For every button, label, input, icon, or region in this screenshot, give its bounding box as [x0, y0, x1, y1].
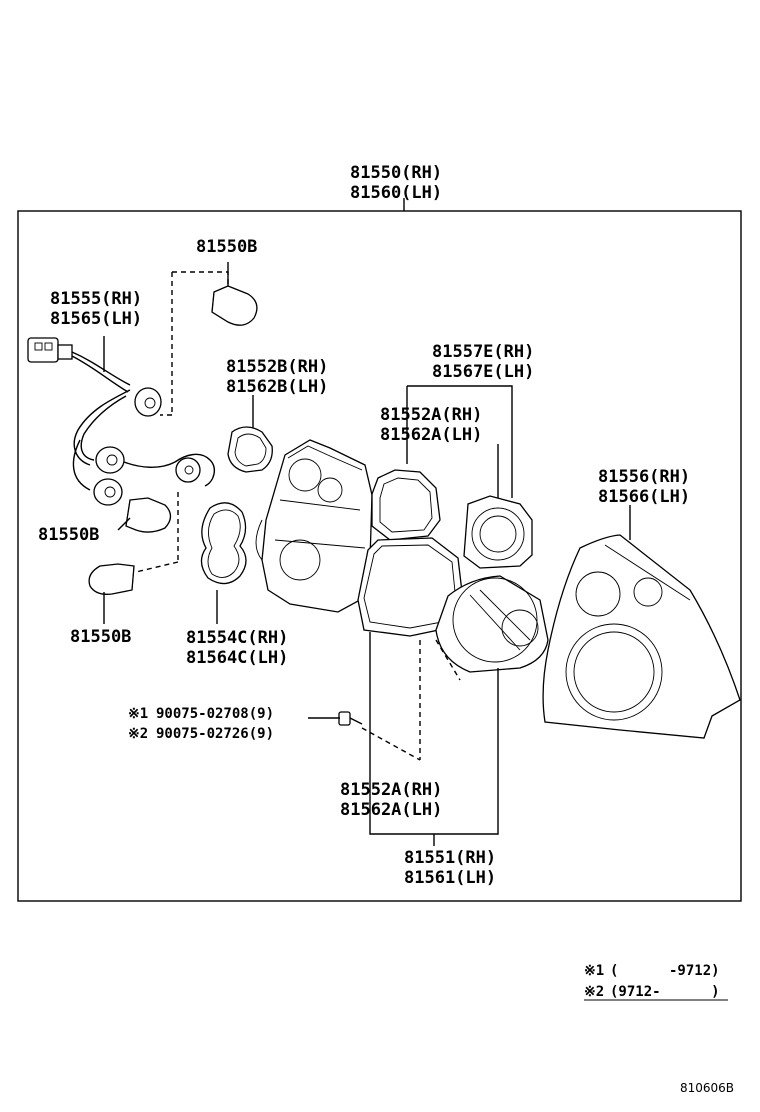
label-gasket-a-top-rh: 81552A(RH) [380, 405, 482, 425]
screw-dashline [361, 727, 421, 761]
housing-drawing [255, 439, 373, 613]
label-gasket-a-bot-lh: 81562A(LH) [340, 800, 442, 820]
bulb-low-dashline-end [135, 561, 179, 573]
label-screw-2: 90075-02726(9) [156, 726, 274, 742]
note-2-text: (9712- ) [610, 984, 720, 1000]
label-reflector-e-lh: 81567E(LH) [432, 362, 534, 382]
label-bulb-top: 81550B [196, 237, 257, 257]
reflector-bracket [407, 385, 513, 498]
label-housing-rh: 81551(RH) [404, 848, 496, 868]
reflector-e-drawing [463, 495, 533, 569]
label-bulb-mid: 81550B [38, 525, 99, 545]
figure-code: 810606B [680, 1081, 734, 1095]
note-2-mark: ※2 [584, 984, 604, 1000]
bulb-low-drawing [88, 563, 135, 595]
assembly-frame [17, 210, 742, 902]
gasket-a-top-drawing [371, 469, 441, 541]
label-screw-1: 90075-02708(9) [156, 706, 274, 722]
gasket-c-drawing [200, 502, 247, 585]
note-1-mark: ※1 [584, 963, 604, 979]
bulb-mid-drawing [125, 497, 172, 533]
bulb-mid-leader [117, 517, 131, 531]
label-reflector-e-rh: 81557E(RH) [432, 342, 534, 362]
screw-drawing [338, 711, 363, 726]
gasket-b-drawing [227, 426, 273, 473]
outer-lens-drawing [542, 534, 741, 739]
label-assembly-rh: 81550(RH) [350, 163, 442, 183]
label-gasket-b-lh: 81562B(LH) [226, 377, 328, 397]
label-gasket-c-rh: 81554C(RH) [186, 628, 288, 648]
label-gasket-a-bot-rh: 81552A(RH) [340, 780, 442, 800]
socket-harness-drawing [27, 337, 216, 506]
label-gasket-b-rh: 81552B(RH) [226, 357, 328, 377]
bulb-top-dashline [172, 271, 229, 288]
label-socket-lh: 81565(LH) [50, 309, 142, 329]
label-assembly-lh: 81560(LH) [350, 183, 442, 203]
note-1-text: ( -9712) [610, 963, 720, 979]
inner-lens-drawing [435, 575, 549, 673]
screw-2-mark: ※2 [128, 726, 148, 742]
label-housing-lh: 81561(LH) [404, 868, 496, 888]
label-socket-rh: 81555(RH) [50, 289, 142, 309]
lens-dashline-2 [435, 639, 461, 681]
label-bulb-low: 81550B [70, 627, 131, 647]
label-lens-lh: 81566(LH) [598, 487, 690, 507]
label-gasket-c-lh: 81564C(LH) [186, 648, 288, 668]
label-gasket-a-top-lh: 81562A(LH) [380, 425, 482, 445]
bulb-top-drawing [211, 285, 258, 326]
label-lens-rh: 81556(RH) [598, 467, 690, 487]
screw-1-mark: ※1 [128, 706, 148, 722]
